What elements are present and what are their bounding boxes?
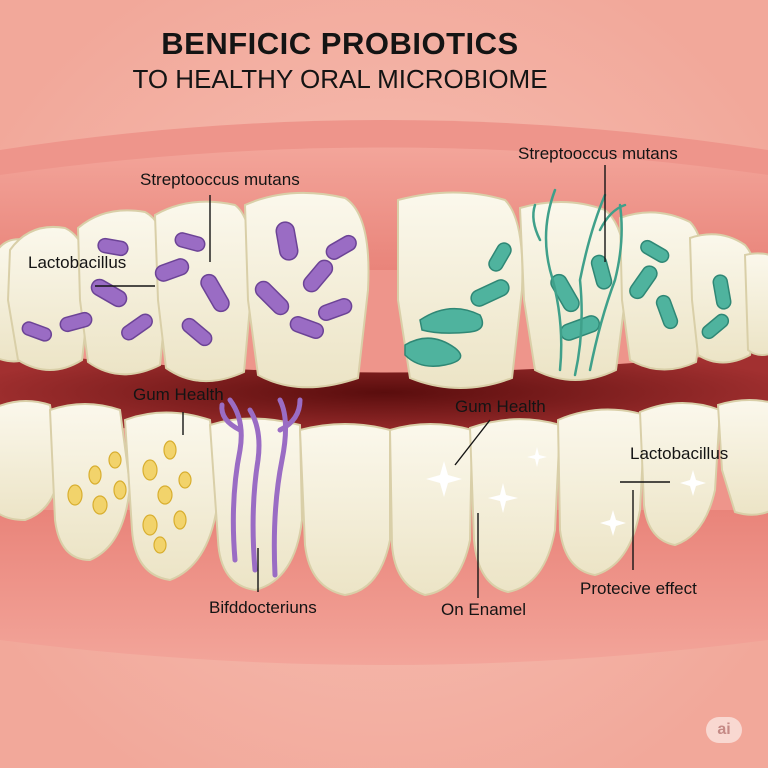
label-bifidobacterium: Bifddocteriuns [209,598,317,617]
label-streptococcus-right: Streptooсcus mutans [518,144,678,163]
label-gum-health-right: Gum Health [455,397,546,416]
title-line-1: BENFICIC PROBIOTICS [161,26,519,61]
lower-teeth [0,399,768,597]
label-streptococcus-left: Streptooccus mutans [140,170,300,189]
teal-filaments [532,188,627,377]
label-lactobacillus-right: Lactobacillus [630,444,729,463]
label-protective-effect: Protecive effect [580,579,697,598]
teal-bacteria-upper [404,239,732,367]
leader-lines [95,165,670,598]
label-lactobacillus-left: Lactobacillus [28,253,127,272]
purple-filaments-lower [219,397,303,578]
sparkle-icons [426,447,706,536]
yellow-bacteria-lower [67,440,192,554]
ai-watermark-badge: ai [706,717,742,743]
title-line-2: TO HEALTHY ORAL MICROBIOME [132,64,548,94]
label-on-enamel: On Enamel [441,600,527,619]
label-gum-health-left: Gum Health [133,385,224,404]
